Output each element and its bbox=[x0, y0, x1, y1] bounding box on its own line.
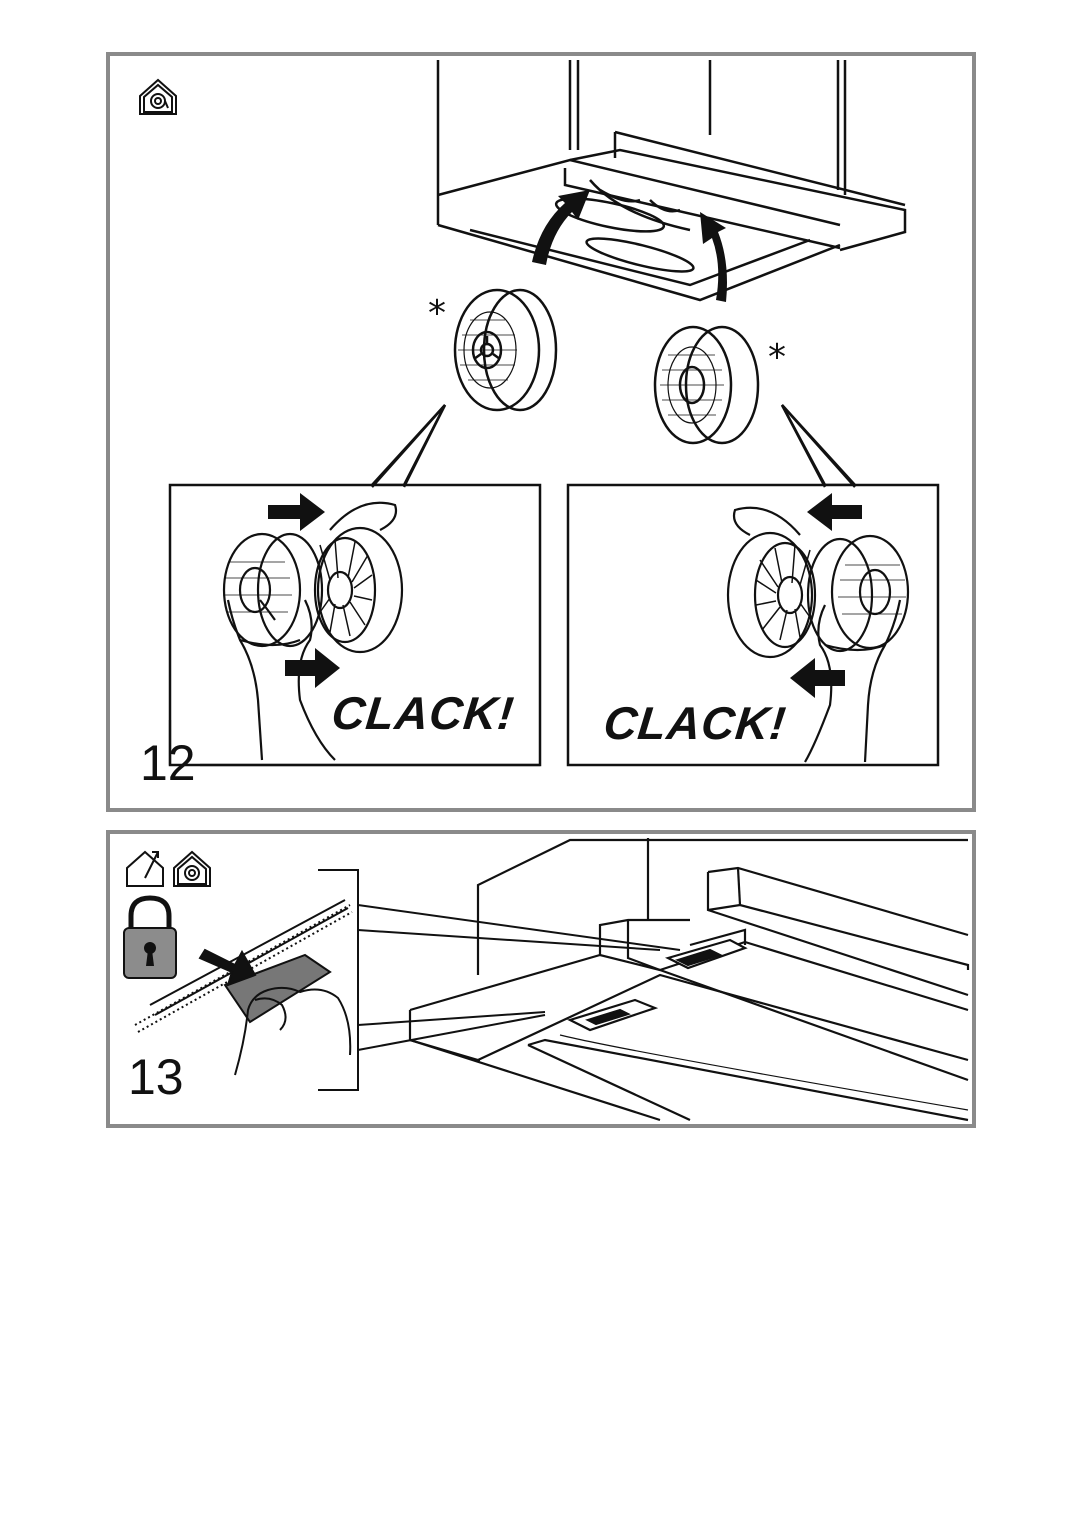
step-number: 12 bbox=[140, 735, 196, 791]
inset-left-drawing bbox=[222, 501, 404, 761]
filter-right bbox=[653, 325, 760, 445]
step-number: 13 bbox=[128, 1049, 184, 1105]
recirculation-mode-icon bbox=[173, 850, 211, 887]
push-arrows-right bbox=[790, 493, 862, 698]
push-arrows-left bbox=[268, 493, 340, 688]
optional-marker: * bbox=[768, 337, 786, 378]
inset-right bbox=[566, 483, 940, 767]
extraction-mode-icon bbox=[126, 850, 164, 887]
hood-body bbox=[436, 60, 907, 302]
step-12-leader bbox=[168, 720, 540, 767]
slider-detail bbox=[134, 899, 353, 1076]
padlock-icon bbox=[123, 895, 177, 979]
hood-perspective bbox=[408, 838, 970, 1122]
recirculation-mode-icon bbox=[139, 78, 177, 115]
detail-bracket bbox=[318, 869, 359, 1091]
optional-marker: * bbox=[428, 293, 446, 334]
callout-lines bbox=[357, 904, 681, 1051]
filter-left bbox=[453, 288, 558, 412]
insertion-arrows bbox=[532, 190, 727, 302]
